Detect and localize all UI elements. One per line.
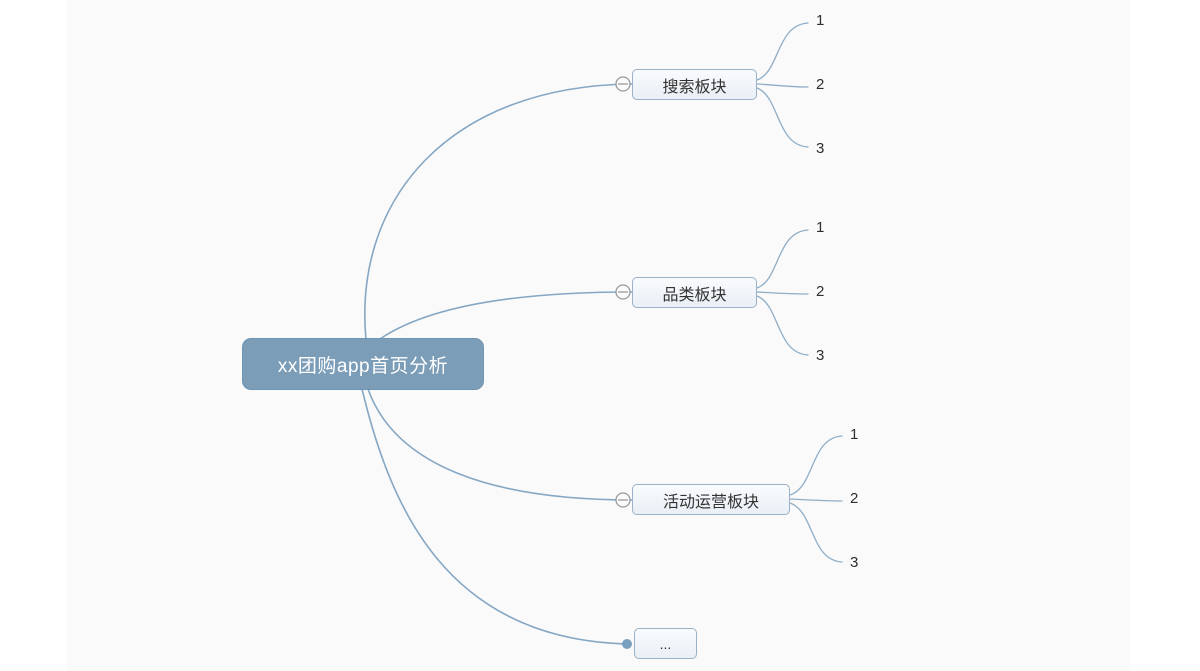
topic-search-section[interactable]: 搜索板块 <box>632 69 757 100</box>
mindmap-canvas[interactable] <box>67 0 1130 671</box>
leaf-search-1[interactable]: 1 <box>816 12 825 29</box>
leaf-activity-3[interactable]: 3 <box>850 554 859 571</box>
topic-more[interactable]: ... <box>634 628 697 659</box>
leaf-activity-2[interactable]: 2 <box>850 490 859 507</box>
leaf-category-2[interactable]: 2 <box>816 283 825 300</box>
leaf-category-1[interactable]: 1 <box>816 219 825 236</box>
leaf-activity-1[interactable]: 1 <box>850 426 859 443</box>
root-topic[interactable]: xx团购app首页分析 <box>242 338 484 390</box>
leaf-search-2[interactable]: 2 <box>816 76 825 93</box>
topic-category-section[interactable]: 品类板块 <box>632 277 757 308</box>
leaf-search-3[interactable]: 3 <box>816 140 825 157</box>
leaf-category-3[interactable]: 3 <box>816 347 825 364</box>
topic-activity-section[interactable]: 活动运营板块 <box>632 484 790 515</box>
